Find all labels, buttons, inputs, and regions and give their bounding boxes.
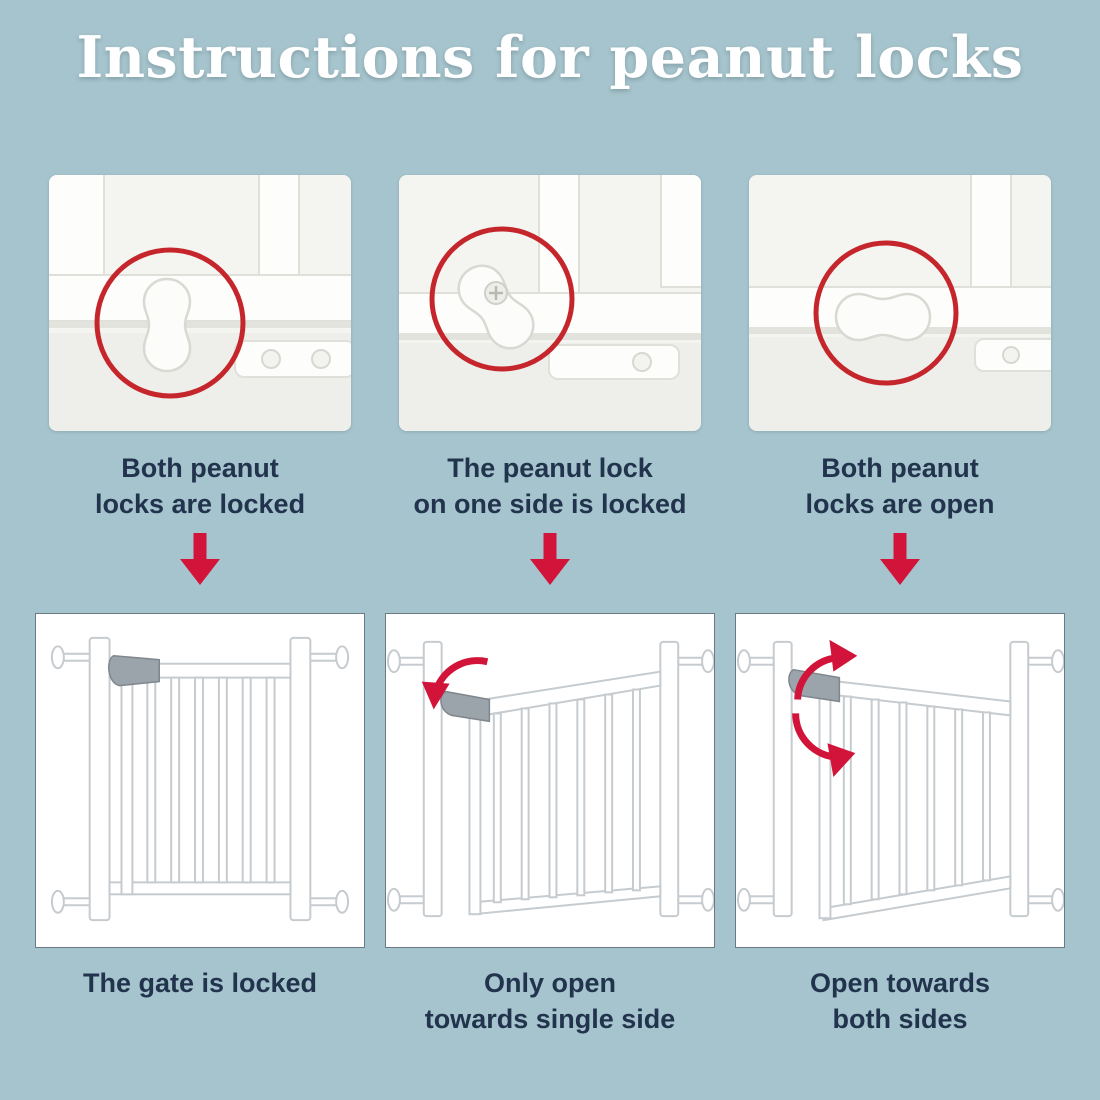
bracket-screw: [632, 352, 652, 372]
swing-arrow-down-head: [827, 743, 856, 778]
one-side-peanut-lock-locked-photo-icon: [399, 175, 701, 431]
instruction-column-both-open: Both peanut locks are open: [735, 175, 1065, 1037]
bracket-screw: [1002, 346, 1020, 364]
gate-illustration-open-single-side: [385, 613, 715, 948]
red-down-arrow-icon: [530, 533, 570, 585]
gate-illustration-locked: [35, 613, 365, 948]
page-title: Instructions for peanut locks: [76, 24, 1024, 91]
gate-structure: [736, 640, 1064, 922]
highlight-circle: [429, 226, 575, 372]
lock-state-caption: Both peanut locks are open: [805, 453, 995, 519]
peanut-lock-one-side-shape: [457, 264, 535, 350]
gate-handle: [440, 690, 491, 723]
swing-arrow-head: [421, 681, 450, 710]
gate-state-caption: Open towards both sides: [809, 968, 991, 1034]
gate-structure: [386, 640, 714, 918]
lock-photo-one-side-locked: [399, 175, 701, 431]
gate-state-caption: Only open towards single side: [424, 968, 676, 1034]
screw-cross: [489, 286, 503, 300]
red-down-arrow-icon: [180, 533, 220, 585]
instruction-column-one-side-locked: The peanut lock on one side is locked: [385, 175, 715, 1037]
both-peanut-locks-locked-photo-icon: [49, 175, 351, 431]
gate-frame-parts: [399, 175, 701, 380]
peanut-lock-locked-shape: [142, 277, 192, 373]
bar-shadow: [49, 321, 351, 328]
highlight-circle: [813, 240, 959, 386]
gate-open-single-side-illustration-icon: [386, 640, 714, 918]
peanut-lock-open-shape: [834, 292, 932, 342]
lock-photo-both-locked: [49, 175, 351, 431]
instruction-columns: Both peanut locks are locked: [35, 175, 1065, 1037]
instruction-column-both-locked: Both peanut locks are locked: [35, 175, 365, 1037]
bracket-screws: [261, 349, 331, 369]
red-down-arrow-icon: [880, 533, 920, 585]
swing-arrow-up-head: [829, 639, 858, 672]
lock-state-caption: Both peanut locks are locked: [94, 453, 306, 519]
lock-state-caption: The peanut lock on one side is locked: [413, 453, 687, 519]
peanut-lock-one-side: [457, 264, 535, 350]
down-arrow-icon: [877, 533, 923, 587]
highlight-circle: [94, 247, 246, 399]
bar-shadow: [399, 333, 701, 340]
gate-state-caption: The gate is locked: [82, 968, 318, 998]
gate-locked-illustration-icon: [50, 636, 350, 922]
gate-open-both-sides-illustration-icon: [736, 639, 1064, 922]
lock-photo-both-open: [749, 175, 1051, 431]
both-peanut-locks-open-photo-icon: [749, 175, 1051, 431]
down-arrow-icon: [527, 533, 573, 587]
gate-illustration-open-both-sides: [735, 613, 1065, 948]
gate-structure: [50, 636, 350, 922]
down-arrow-icon: [177, 533, 223, 587]
swing-arrow-up-arc: [794, 654, 838, 700]
gate-handle: [108, 654, 160, 687]
